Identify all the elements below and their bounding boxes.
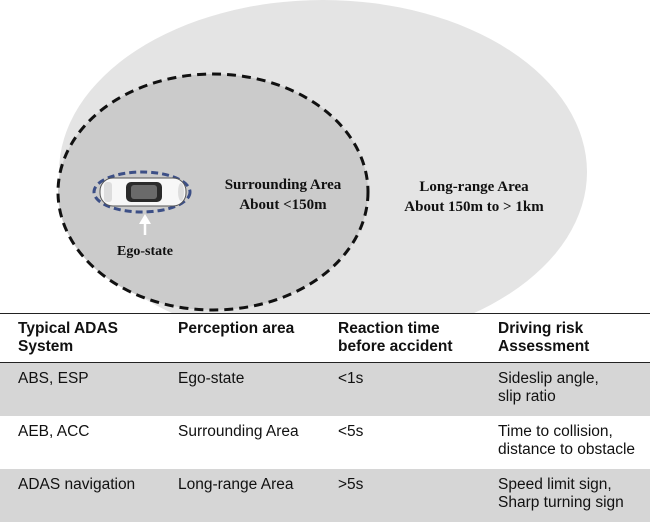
cell-system: ABS, ESP [0, 362, 160, 416]
cell-risk-assessment: Time to collision,distance to obstacle [480, 416, 650, 469]
table-row: ABS, ESP Ego-state <1s Sideslip angle,sl… [0, 362, 650, 416]
ego-state-label: Ego-state [117, 244, 173, 259]
surrounding-area-title: Surrounding Area [225, 177, 342, 193]
table-row: AEB, ACC Surrounding Area <5s Time to co… [0, 416, 650, 469]
ego-pointer-arrow-icon [139, 214, 151, 235]
surrounding-area-ellipse [56, 72, 370, 312]
cell-reaction-time: >5s [320, 469, 480, 522]
cell-perception-area: Ego-state [160, 362, 320, 416]
cell-system: AEB, ACC [0, 416, 160, 469]
cell-reaction-time: <5s [320, 416, 480, 469]
perception-areas-diagram: Ego-state Surrounding Area About <150m L… [56, 0, 587, 320]
cell-risk-assessment: Speed limit sign,Sharp turning sign [480, 469, 650, 522]
surrounding-area-range: About <150m [239, 197, 327, 213]
cell-system: ADAS navigation [0, 469, 160, 522]
long-range-area-range: About 150m to > 1km [404, 199, 544, 215]
header-perception-area: Perception area [160, 313, 320, 363]
cell-perception-area: Long-range Area [160, 469, 320, 522]
long-range-area-title: Long-range Area [419, 179, 529, 195]
ego-car-icon [92, 170, 192, 214]
cell-risk-assessment: Sideslip angle,slip ratio [480, 362, 650, 416]
cell-perception-area: Surrounding Area [160, 416, 320, 469]
cell-reaction-time: <1s [320, 362, 480, 416]
table-row: ADAS navigation Long-range Area >5s Spee… [0, 469, 650, 522]
